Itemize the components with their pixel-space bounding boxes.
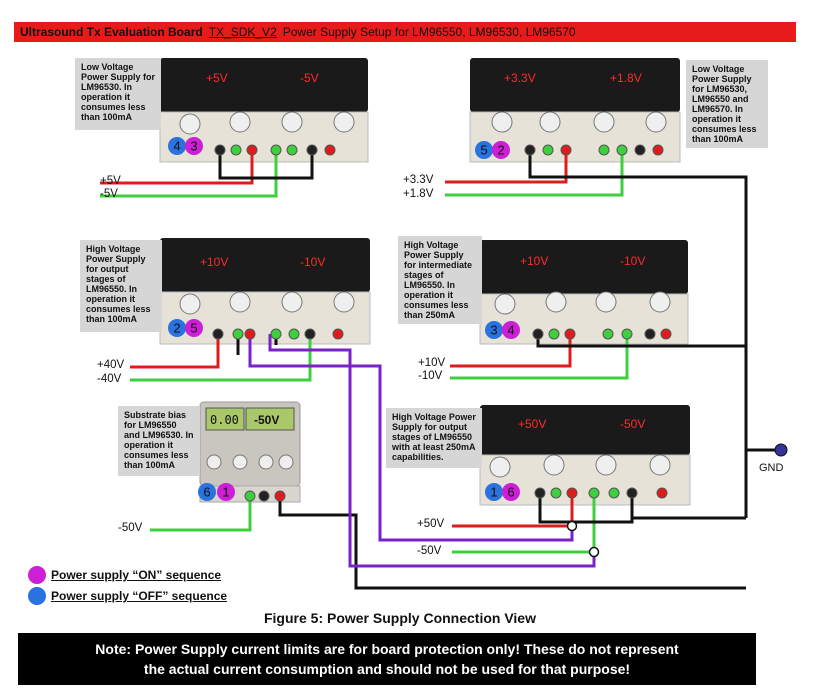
- gnd-label: GND: [759, 462, 784, 474]
- supply-unit-2: [469, 58, 681, 163]
- off-badge-number: 3: [490, 323, 497, 338]
- off-badge: [475, 141, 493, 159]
- on-badge: [502, 321, 520, 339]
- rail-label: +40V: [97, 359, 125, 371]
- legend-off-label: Power supply “OFF” sequence: [51, 589, 228, 603]
- off-badge-number: 5: [480, 143, 487, 158]
- rail-label: +1.8V: [403, 188, 434, 200]
- note-line-1: Note: Power Supply current limits are fo…: [95, 641, 679, 657]
- display-left: +3.3V: [504, 71, 536, 85]
- on-badge: [502, 483, 520, 501]
- supply-description: High Voltage Power Supply for output sta…: [386, 408, 482, 468]
- rail-label: -10V: [418, 370, 443, 382]
- on-badge-number: 1: [222, 485, 229, 500]
- header-board: TX_SDK_V2: [208, 25, 277, 39]
- rail-label: +3.3V: [403, 174, 434, 186]
- off-badge-number: 1: [490, 485, 497, 500]
- off-badge: [198, 483, 216, 501]
- on-badge-number: 5: [190, 321, 197, 336]
- display-right: +1.8V: [610, 71, 642, 85]
- on-badge-number: 3: [190, 139, 197, 154]
- on-badge: [185, 137, 203, 155]
- display-left: +10V: [520, 254, 549, 268]
- display-right: -50V: [620, 417, 646, 431]
- gnd-terminal: [774, 443, 788, 457]
- rail-label: +10V: [418, 357, 446, 369]
- on-badge-number: 2: [497, 143, 504, 158]
- rail-label: -50V: [118, 522, 143, 534]
- supply-description: Low Voltage Power Supply for LM96530. In…: [75, 58, 161, 130]
- off-badge-number: 6: [203, 485, 210, 500]
- display-right: -10V: [300, 255, 326, 269]
- off-badge: [485, 483, 503, 501]
- rail-label: -5V: [100, 188, 118, 200]
- rail-label: -40V: [97, 373, 122, 385]
- supply-description: High Voltage Power Supply for output sta…: [80, 240, 162, 332]
- display-left: +10V: [200, 255, 229, 269]
- knobs: [179, 111, 671, 478]
- display-left: +50V: [518, 417, 547, 431]
- figure-caption: Figure 5: Power Supply Connection View: [263, 610, 536, 626]
- off-badge: [168, 319, 186, 337]
- note-box: Note: Power Supply current limits are fo…: [18, 633, 756, 685]
- on-badge: [217, 483, 235, 501]
- display-left: 0.00: [210, 413, 239, 427]
- display-right: -50V: [254, 413, 280, 427]
- display-right: -5V: [300, 71, 319, 85]
- legend-on-label: Power supply “ON” sequence: [51, 568, 222, 582]
- terminals: [212, 144, 672, 502]
- legend-on-dot: [28, 566, 46, 584]
- supply-description: High Voltage Power Supply for intermedia…: [398, 236, 482, 324]
- off-badge-number: 2: [173, 321, 180, 336]
- off-badge-number: 4: [173, 139, 180, 154]
- header-bar: Ultrasound Tx Evaluation Board TX_SDK_V2 P…: [14, 22, 796, 42]
- on-badge-number: 4: [507, 323, 514, 338]
- rail-label: +50V: [417, 518, 445, 530]
- on-badge-number: 6: [507, 485, 514, 500]
- sequence-badges: 4 3 5 2 2 5 3 4 6 1 1 6: [168, 137, 520, 501]
- note-line-2: the actual current consumption and shoul…: [143, 661, 631, 677]
- display-right: -10V: [620, 254, 646, 268]
- legend-off-dot: [28, 587, 46, 605]
- on-badge: [185, 319, 203, 337]
- on-badge: [492, 141, 510, 159]
- off-badge: [485, 321, 503, 339]
- off-badge: [168, 137, 186, 155]
- display-left: +5V: [206, 71, 228, 85]
- header-subtitle: Power Supply Setup for LM96550, LM96530,…: [282, 25, 576, 39]
- header-title: Ultrasound Tx Evaluation Board: [20, 25, 203, 39]
- supply-description: Substrate bias for LM96550 and LM96530. …: [118, 406, 200, 476]
- rail-label: -50V: [417, 545, 442, 557]
- rail-label: +5V: [100, 175, 121, 187]
- supply-description: Low Voltage Power Supply for LM96530, LM…: [686, 60, 768, 148]
